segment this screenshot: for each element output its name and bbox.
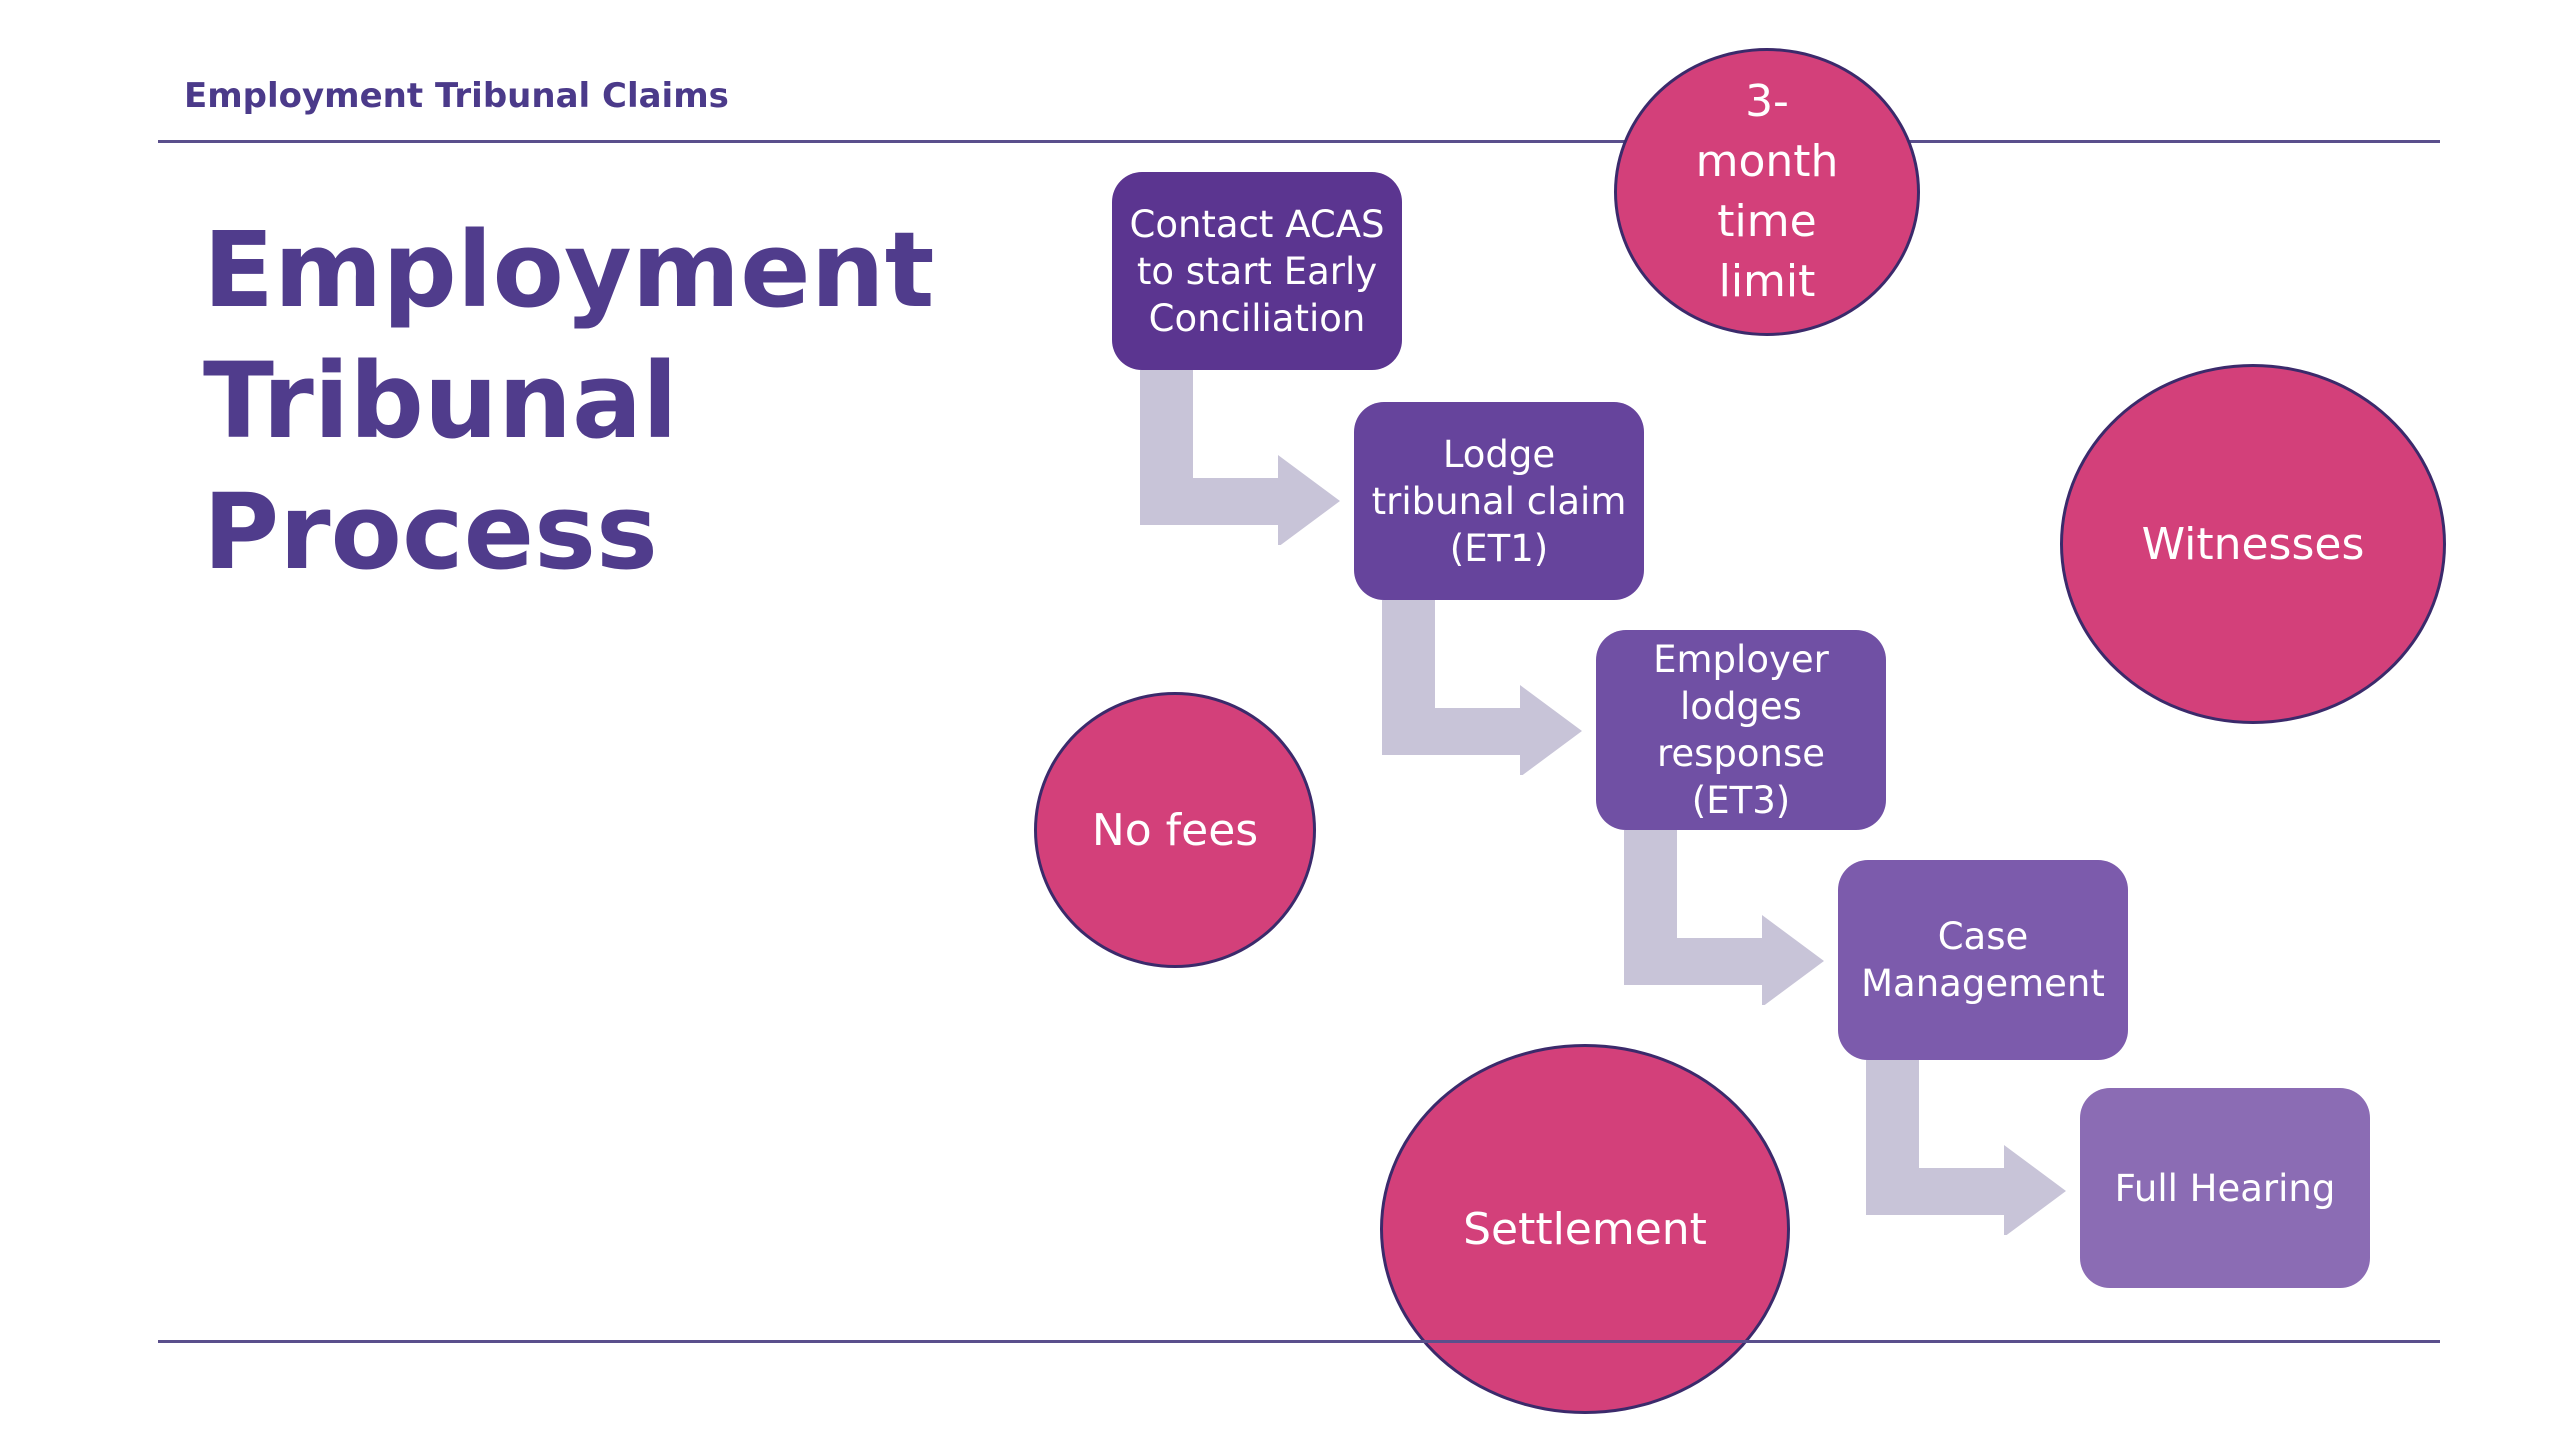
bubble-witnesses: Witnesses [2060, 364, 2446, 724]
step-full-hearing: Full Hearing [2080, 1088, 2370, 1288]
top-divider [158, 140, 2440, 143]
connector-arrow-3 [1624, 830, 1824, 1005]
page-title-line-3: Process [203, 471, 658, 593]
bubble-no-fees: No fees [1034, 692, 1316, 968]
step-case-management-label: Case Management [1861, 915, 2105, 1005]
bubble-settlement: Settlement [1380, 1044, 1790, 1414]
bottom-divider [158, 1340, 2440, 1343]
step-case-management: Case Management [1838, 860, 2128, 1060]
step-contact-acas: Contact ACAS to start Early Conciliation [1112, 172, 1402, 370]
bubble-witnesses-label: Witnesses [2141, 518, 2365, 570]
page-title: Employment Tribunal Process [203, 205, 934, 598]
bubble-settlement-label: Settlement [1463, 1203, 1707, 1255]
step-lodge-claim-label: Lodge tribunal claim (ET1) [1371, 432, 1627, 570]
connector-arrow-2 [1382, 600, 1582, 775]
page-title-line-1: Employment [203, 209, 935, 331]
connector-arrow-4 [1866, 1060, 2066, 1235]
bubble-time-limit-label: 3-month time limit [1695, 76, 1839, 307]
step-employer-response-label: Employer lodges response (ET3) [1653, 638, 1829, 822]
bubble-time-limit: 3-month time limit [1614, 48, 1920, 336]
bubble-no-fees-label: No fees [1091, 804, 1259, 856]
step-employer-response: Employer lodges response (ET3) [1596, 630, 1886, 830]
step-lodge-claim: Lodge tribunal claim (ET1) [1354, 402, 1644, 600]
connector-arrow-1 [1140, 370, 1340, 545]
page-title-line-2: Tribunal [203, 340, 678, 462]
step-contact-acas-label: Contact ACAS to start Early Conciliation [1129, 202, 1385, 340]
step-full-hearing-label: Full Hearing [2114, 1166, 2336, 1210]
header-title: Employment Tribunal Claims [184, 76, 729, 116]
